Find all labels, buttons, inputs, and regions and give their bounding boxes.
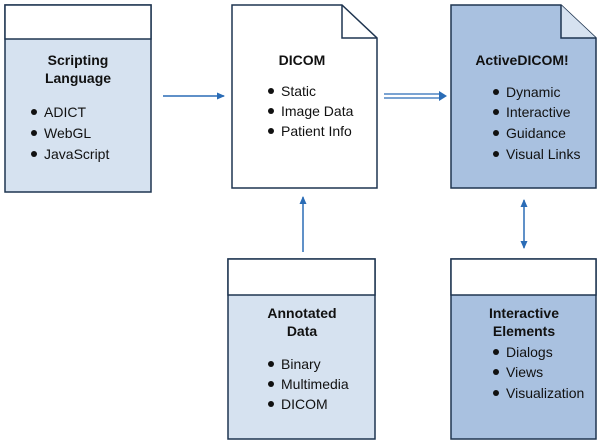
interactive-elements-item: Visualization: [506, 385, 584, 401]
bullet-icon: [493, 369, 499, 375]
bullet-icon: [493, 151, 499, 157]
dicom-item: Static: [281, 83, 316, 99]
bullet-icon: [31, 130, 37, 136]
activedicom-title: ActiveDICOM!: [475, 52, 568, 68]
annotated-item: Multimedia: [281, 376, 349, 392]
activedicom-item: Visual Links: [506, 146, 580, 162]
scripting-item: ADICT: [44, 104, 86, 120]
double-arrow-dicom-to-activedicom: [384, 91, 447, 101]
activedicom-item: Dynamic: [506, 84, 560, 100]
scripting-title-line-1: Scripting: [48, 52, 109, 68]
interactive-elements-item: Dialogs: [506, 344, 553, 360]
interactive-elements-box: Interactive Elements Dialogs Views Visua…: [450, 258, 597, 440]
bullet-icon: [493, 89, 499, 95]
activedicom-document-box: ActiveDICOM! Dynamic Interactive Guidanc…: [450, 4, 597, 189]
annotated-title-line-1: Annotated: [267, 305, 336, 321]
bullet-icon: [268, 381, 274, 387]
interactive-elements-item: Views: [506, 364, 543, 380]
annotated-item: Binary: [281, 356, 321, 372]
dicom-item: Image Data: [281, 103, 354, 119]
bullet-icon: [493, 349, 499, 355]
dicom-document-box: DICOM Static Image Data Patient Info: [231, 4, 378, 189]
scripting-title-line-2: Language: [45, 70, 111, 86]
bullet-icon: [31, 151, 37, 157]
dicom-title: DICOM: [279, 52, 326, 68]
bullet-icon: [268, 88, 274, 94]
scripting-item: JavaScript: [44, 146, 109, 162]
activedicom-item: Interactive: [506, 104, 571, 120]
bullet-icon: [493, 390, 499, 396]
interactive-elements-title-line-2: Elements: [493, 323, 555, 339]
bullet-icon: [268, 128, 274, 134]
activedicom-item: Guidance: [506, 125, 566, 141]
bullet-icon: [493, 130, 499, 136]
interactive-elements-title-line-1: Interactive: [489, 305, 559, 321]
bullet-icon: [268, 108, 274, 114]
annotated-item: DICOM: [281, 396, 328, 412]
scripting-language-box: Scripting Language ADICT WebGL JavaScrip…: [4, 4, 152, 193]
bullet-icon: [493, 109, 499, 115]
dicom-item: Patient Info: [281, 123, 352, 139]
bullet-icon: [31, 109, 37, 115]
scripting-item: WebGL: [44, 125, 91, 141]
bullet-icon: [268, 361, 274, 367]
annotated-title-line-2: Data: [287, 323, 318, 339]
annotated-data-box: Annotated Data Binary Multimedia DICOM: [227, 258, 376, 440]
bullet-icon: [268, 401, 274, 407]
